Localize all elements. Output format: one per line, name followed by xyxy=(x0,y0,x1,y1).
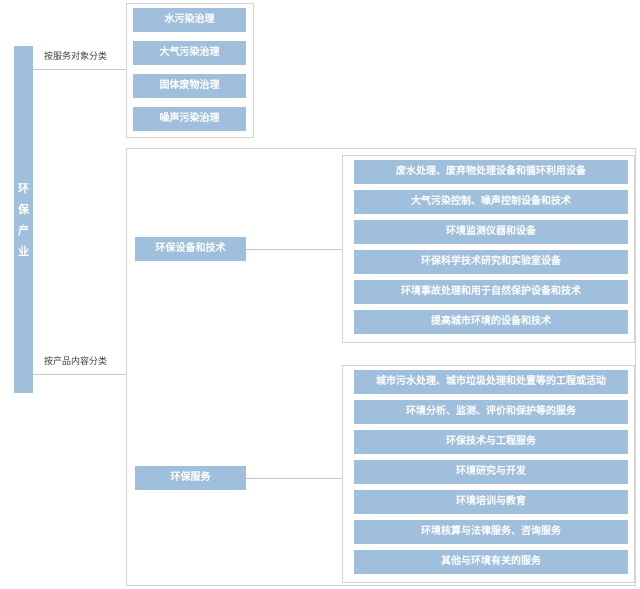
connector-root-to-branch-service-object xyxy=(33,69,126,70)
item-box-service-3[interactable]: 环保技术与工程服务 xyxy=(354,430,628,454)
connector-equipment-to-group xyxy=(246,249,342,250)
connector-services-to-group xyxy=(246,478,342,479)
root-node-environmental-industry[interactable]: 环保产业 xyxy=(14,46,33,393)
item-box-service-6[interactable]: 环境核算与法律服务、咨询服务 xyxy=(354,520,628,544)
item-box-air-pollution[interactable]: 大气污染治理 xyxy=(133,41,246,65)
item-box-equipment-6[interactable]: 提高城市环境的设备和技术 xyxy=(354,310,628,334)
item-box-equipment-5[interactable]: 环境事故处理和用于自然保护设备和技术 xyxy=(354,280,628,304)
item-box-equipment-1[interactable]: 废水处理、废弃物处理设备和循环利用设备 xyxy=(354,160,628,184)
branch-label-product-content: 按产品内容分类 xyxy=(44,357,108,367)
root-node-label: 环保产业 xyxy=(18,181,29,258)
item-box-service-4[interactable]: 环境研究与开发 xyxy=(354,460,628,484)
item-box-noise-pollution[interactable]: 噪声污染治理 xyxy=(133,107,246,131)
item-box-equipment-2[interactable]: 大气污染控制、噪声控制设备和技术 xyxy=(354,190,628,214)
node-box-equipment-and-technology[interactable]: 环保设备和技术 xyxy=(135,237,246,261)
item-box-service-5[interactable]: 环境培训与教育 xyxy=(354,490,628,514)
item-box-solid-waste[interactable]: 固体废物治理 xyxy=(133,74,246,98)
item-box-service-7[interactable]: 其他与环境有关的服务 xyxy=(354,550,628,574)
connector-root-to-branch-product-content xyxy=(33,374,126,375)
node-box-environmental-services[interactable]: 环保服务 xyxy=(135,466,246,490)
item-box-equipment-4[interactable]: 环保科学技术研究和实验室设备 xyxy=(354,250,628,274)
item-box-equipment-3[interactable]: 环境监测仪器和设备 xyxy=(354,220,628,244)
item-box-water-pollution[interactable]: 水污染治理 xyxy=(133,8,246,32)
branch-label-service-object: 按服务对象分类 xyxy=(44,52,108,62)
item-box-service-2[interactable]: 环境分析、监测、评价和保护等的服务 xyxy=(354,400,628,424)
item-box-service-1[interactable]: 城市污水处理、城市垃圾处理和处置等的工程或活动 xyxy=(354,370,628,394)
